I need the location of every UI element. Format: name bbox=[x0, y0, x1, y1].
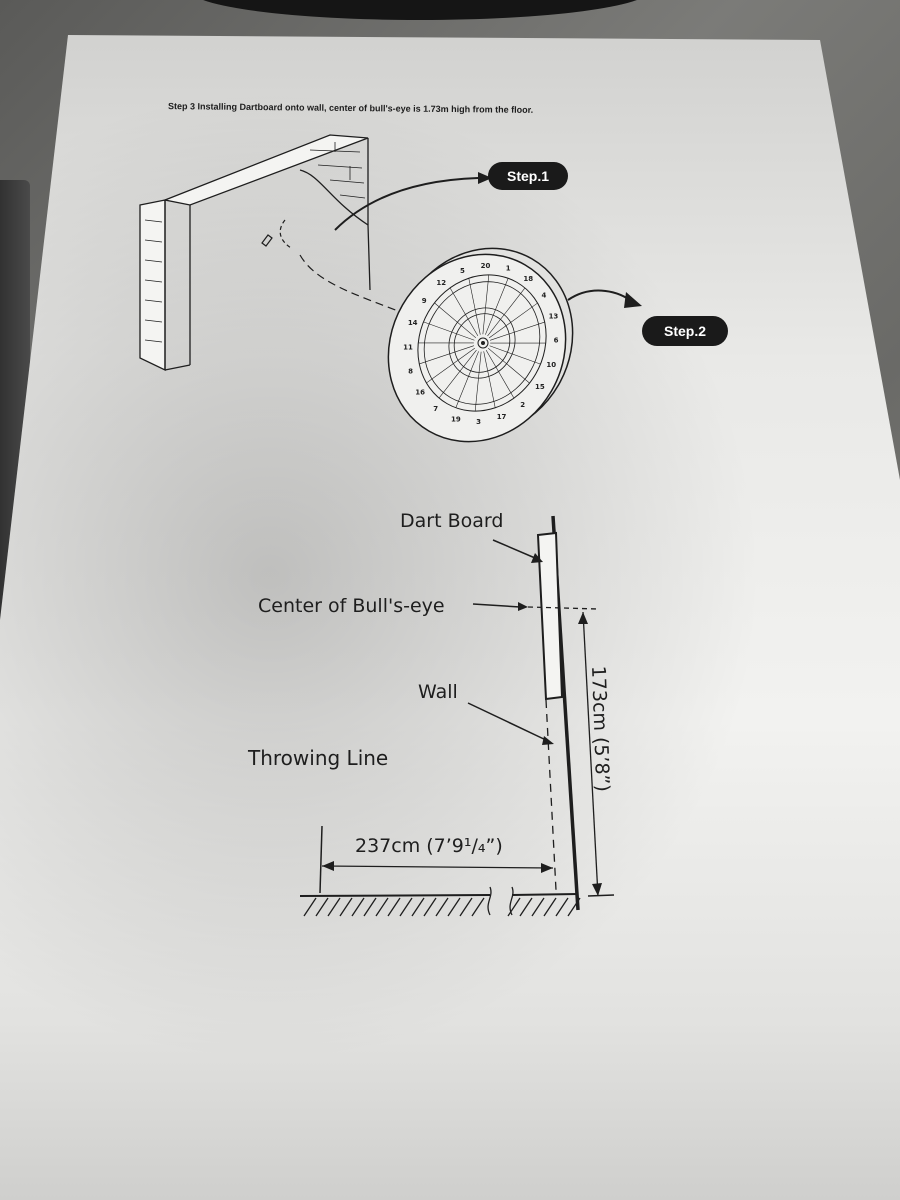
dartboard-number: 8 bbox=[408, 367, 413, 375]
dartboard-number: 16 bbox=[415, 389, 425, 397]
distance-label: 237cm (7’9¹/₄”) bbox=[355, 835, 503, 857]
dartboard-number: 5 bbox=[460, 267, 465, 275]
dartboard-number: 12 bbox=[436, 279, 446, 287]
dartboard-number: 15 bbox=[535, 383, 545, 391]
dartboard-number: 2 bbox=[520, 401, 525, 409]
background-object bbox=[190, 0, 650, 20]
dartboard-illustration: 20 1 18 4 13 6 10 15 2 17 3 19 7 16 8 11 14 9 12 5 bbox=[387, 247, 574, 443]
arrow-icon bbox=[334, 177, 479, 231]
dartboard-number: 18 bbox=[523, 275, 533, 283]
bullseye-center-label: Center of Bull's-eye bbox=[258, 595, 445, 617]
dartboard-number: 19 bbox=[451, 415, 461, 423]
dartboard-number: 9 bbox=[422, 297, 427, 305]
dartboard-number: 6 bbox=[554, 337, 559, 345]
dartboard-number: 17 bbox=[497, 413, 507, 421]
step1-label: Step.1 bbox=[507, 168, 549, 184]
arrowhead-icon bbox=[624, 292, 642, 308]
dartboard-number: 11 bbox=[403, 343, 413, 351]
wall-label: Wall bbox=[418, 681, 458, 703]
dartboard-number: 20 bbox=[481, 262, 491, 270]
dartboard-number: 7 bbox=[433, 405, 438, 413]
dart-board-label: Dart Board bbox=[400, 510, 503, 532]
arrowhead-icon bbox=[478, 172, 492, 184]
dartboard-number: 14 bbox=[408, 319, 418, 327]
screw-icon bbox=[261, 219, 292, 249]
dartboard-number: 1 bbox=[506, 265, 511, 273]
dartboard-number: 3 bbox=[476, 418, 481, 426]
dartboard-side bbox=[536, 531, 564, 701]
throwing-line-label: Throwing Line bbox=[247, 746, 388, 770]
step2-badge bbox=[642, 316, 728, 346]
dartboard-number: 4 bbox=[541, 291, 546, 299]
wall-illustration bbox=[139, 134, 371, 372]
height-label: 173cm (5’8”) bbox=[587, 665, 613, 792]
step1-badge bbox=[488, 162, 568, 190]
side-view-diagram bbox=[299, 515, 615, 917]
dartboard-number: 10 bbox=[546, 361, 556, 369]
arrow-icon bbox=[567, 289, 631, 301]
dartboard-number: 13 bbox=[549, 313, 559, 321]
step2-label: Step.2 bbox=[664, 323, 706, 339]
